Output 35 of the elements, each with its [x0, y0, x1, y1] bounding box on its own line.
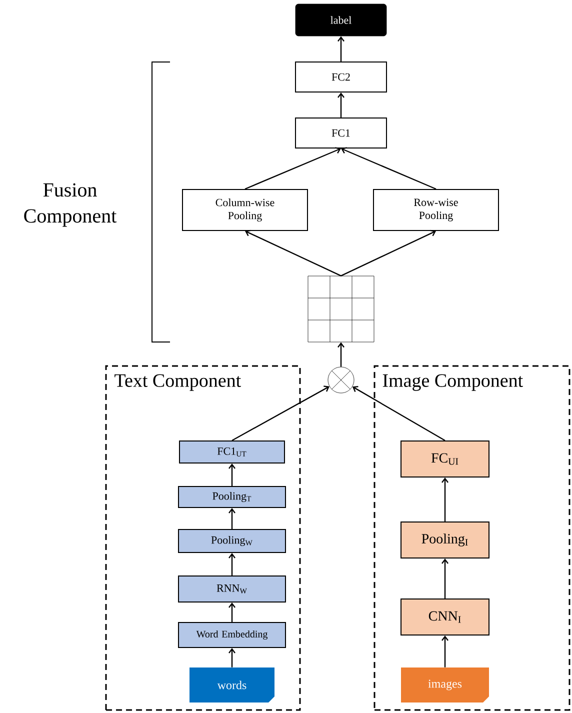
output-box: label [295, 4, 387, 36]
arrow [442, 636, 448, 668]
product-symbol [328, 366, 354, 394]
arrow [340, 230, 436, 276]
section-label: Fusion Component [24, 183, 117, 227]
arrow [228, 648, 236, 668]
layer-box: FC$_{UI}$ [400, 440, 490, 478]
arrow [228, 508, 236, 529]
layer-box: Row-wise Pooling [373, 189, 499, 231]
layer-box: Pooling$_{T}$ [178, 486, 286, 508]
arrow [245, 230, 342, 276]
arrow [228, 553, 236, 576]
arrow [338, 92, 344, 118]
layer-box: Column-wise Pooling [182, 189, 308, 231]
arrow [341, 147, 436, 190]
layer-box: CNN$_{I}$ [400, 598, 490, 636]
arrow [442, 478, 448, 522]
layer-box: RNN$_{W}$ [178, 576, 286, 602]
layer-box: FC2 [295, 62, 387, 92]
arrow [228, 464, 236, 486]
arrow [338, 36, 344, 62]
arrow [232, 386, 330, 442]
layer-box: Pooling$_{W}$ [178, 529, 286, 553]
arrow [352, 386, 446, 442]
arrow [244, 147, 341, 190]
layer-box: Pooling$_{I}$ [400, 522, 490, 558]
arrow [228, 602, 236, 622]
layer-box: FC1$_{UT}$ [179, 440, 285, 464]
arrow [338, 342, 344, 367]
matrix-grid [308, 276, 374, 342]
input-box: words [190, 668, 274, 702]
arrow [442, 558, 448, 598]
layer-box: Word Embedding [178, 622, 286, 648]
input-box: images [401, 668, 489, 702]
layer-box: FC1 [295, 118, 387, 148]
